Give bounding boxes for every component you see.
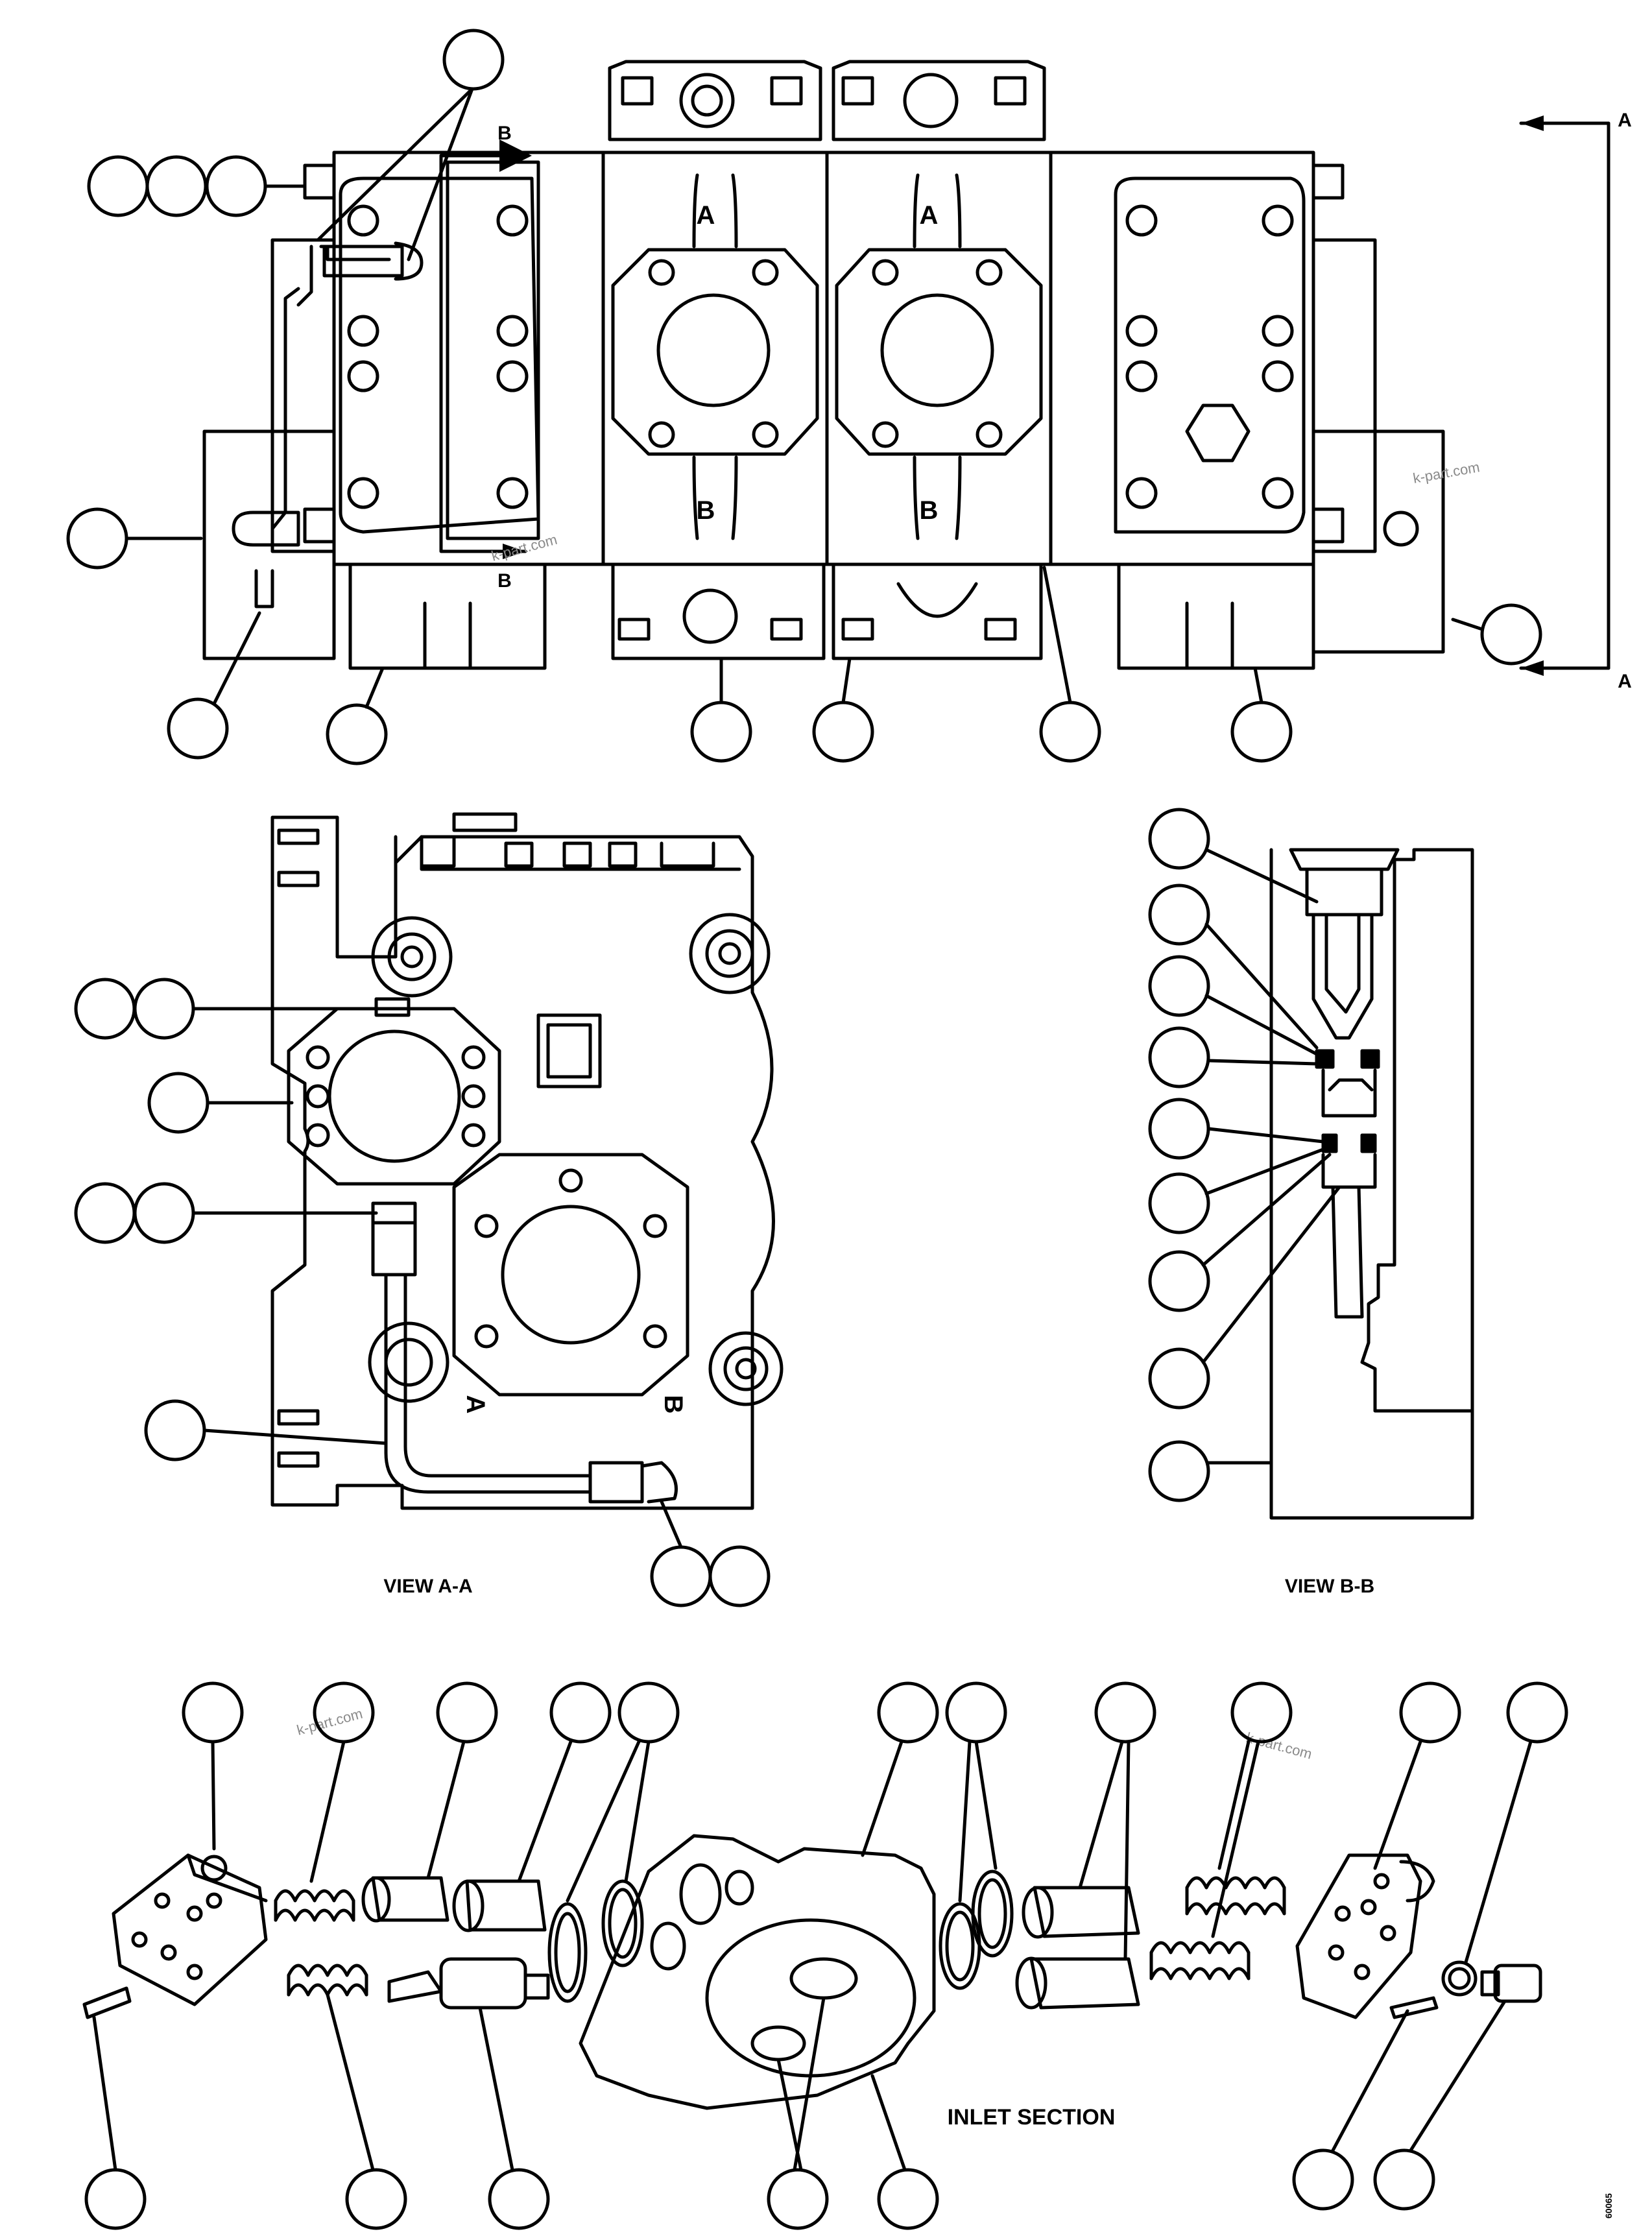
section-mark-b-top: B (497, 123, 512, 144)
port-a-label-2: A (920, 201, 939, 230)
spring-2 (287, 1964, 368, 1997)
view-a-a-port-b: B (659, 1395, 688, 1414)
port-a-label-1: A (697, 201, 715, 230)
section-mark-a-top: A (1618, 110, 1632, 131)
spring-1 (274, 1889, 355, 1922)
figure-code: 60065 (1603, 2193, 1614, 2218)
callouts-view-b-b (1148, 808, 1341, 1502)
port-b-label-2: B (920, 496, 939, 525)
callouts-view-a-a (74, 978, 771, 1607)
valve-bank-top-view: A A B B B B A A k-part.com k-part.com (202, 60, 1632, 692)
view-a-a-caption: VIEW A-A (383, 1576, 472, 1597)
section-mark-b-bottom: B (497, 570, 512, 592)
callouts-top-view (66, 29, 1542, 765)
view-a-a: A B VIEW A-A (270, 812, 784, 1597)
spring-4 (1149, 1941, 1251, 1980)
watermark-3: k-part.com (295, 1705, 365, 1738)
watermark-1: k-part.com (1412, 459, 1481, 487)
callouts-inlet-section (84, 1681, 1568, 2230)
port-b-label-1: B (697, 496, 715, 525)
inlet-section-exploded: INLET SECTION k-part.com k-part.com 6006… (82, 1705, 1614, 2218)
section-mark-a-bottom: A (1618, 671, 1632, 692)
view-a-a-port-a: A (461, 1395, 490, 1414)
view-b-b: VIEW B-B (1269, 848, 1474, 1597)
inlet-section-caption: INLET SECTION (948, 2105, 1116, 2130)
watermark-2: k-part.com (490, 531, 559, 564)
view-b-b-caption: VIEW B-B (1285, 1576, 1374, 1597)
spring-3 (1185, 1876, 1286, 1916)
